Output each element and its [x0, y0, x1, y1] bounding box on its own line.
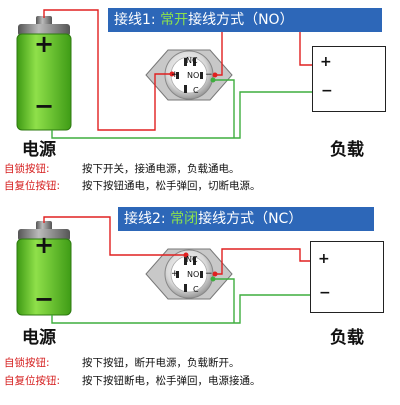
switch-c-label: C — [193, 86, 199, 95]
load-box — [312, 46, 386, 112]
positive-wire — [43, 9, 172, 131]
negative-wire — [51, 294, 318, 324]
positive-wire — [43, 216, 186, 256]
load-label: 负载 — [330, 140, 364, 160]
description-text: 按下按钮通电，松手弹回，切断电源。 — [82, 180, 261, 192]
description-label: 自锁按钮: — [4, 357, 50, 369]
switch-c-label: C — [193, 285, 199, 294]
load-label: 负载 — [330, 328, 364, 348]
banner-suffix: 接线方式（NC） — [198, 211, 303, 227]
description-text: 按下开关，接通电源，负载通电。 — [82, 163, 240, 175]
wiring-section-nc: 接线2: 常闭接线方式（NC） + − NC NO C + − + − 电源 负… — [0, 205, 400, 405]
battery-minus-sign: − — [34, 92, 55, 120]
switch-plus-label: + — [171, 70, 179, 80]
switch-plus-label: + — [171, 269, 179, 279]
switch-negative-wire — [213, 278, 235, 323]
description-self-locking: 自锁按钮: 按下开关，接通电源，负载通电。 — [4, 161, 240, 178]
banner-suffix: 接线方式（NO） — [188, 12, 294, 28]
switch-minus-label: − — [205, 269, 213, 279]
switch-nc-label: NC — [186, 56, 198, 65]
banner-mode: 常闭 — [170, 211, 199, 227]
load-minus-sign: − — [319, 285, 331, 301]
description-self-locking: 自锁按钮: 按下按钮，断开电源，负载断开。 — [4, 355, 240, 372]
push-button-switch-icon — [145, 248, 233, 300]
battery-plus-sign: + — [34, 30, 55, 58]
switch-nc-label: NC — [186, 255, 198, 264]
battery-minus-sign: − — [34, 285, 55, 313]
battery-plus-sign: + — [34, 231, 55, 259]
wiring-diagram-no — [16, 9, 321, 139]
load-plus-sign: + — [320, 54, 332, 70]
switch-to-load-wire — [215, 248, 318, 275]
load-minus-sign: − — [321, 83, 333, 99]
banner-mode: 常开 — [160, 12, 189, 28]
banner-prefix: 接线1: — [114, 12, 161, 28]
description-text: 按下按钮，断开电源，负载断开。 — [82, 357, 240, 369]
description-self-reset: 自复位按钮: 按下按钮断电，松手弹回，电源接通。 — [4, 373, 261, 390]
wiring-diagram-nc — [16, 216, 321, 324]
battery-icon — [16, 221, 72, 316]
wiring-section-no: 接线1: 常开接线方式（NO） + − NC NO C + − + − 电源 负… — [0, 0, 400, 200]
load-box — [310, 241, 384, 313]
negative-wire — [51, 91, 318, 139]
description-label: 自复位按钮: — [4, 180, 61, 192]
load-plus-sign: + — [318, 251, 330, 267]
switch-no-label: NO — [187, 270, 200, 279]
description-self-reset: 自复位按钮: 按下按钮通电，松手弹回，切断电源。 — [4, 178, 261, 195]
battery-icon — [16, 16, 72, 131]
description-label: 自锁按钮: — [4, 163, 50, 175]
wiring-title-banner: 接线2: 常闭接线方式（NC） — [118, 207, 374, 231]
wiring-title-banner: 接线1: 常开接线方式（NO） — [108, 8, 382, 32]
power-label: 电源 — [22, 328, 56, 348]
description-text: 按下按钮断电，松手弹回，电源接通。 — [82, 375, 261, 387]
switch-negative-wire — [213, 79, 235, 138]
switch-no-label: NO — [187, 71, 200, 80]
banner-prefix: 接线2: — [124, 211, 171, 227]
power-label: 电源 — [22, 140, 56, 160]
switch-minus-label: − — [205, 70, 213, 80]
description-label: 自复位按钮: — [4, 375, 61, 387]
